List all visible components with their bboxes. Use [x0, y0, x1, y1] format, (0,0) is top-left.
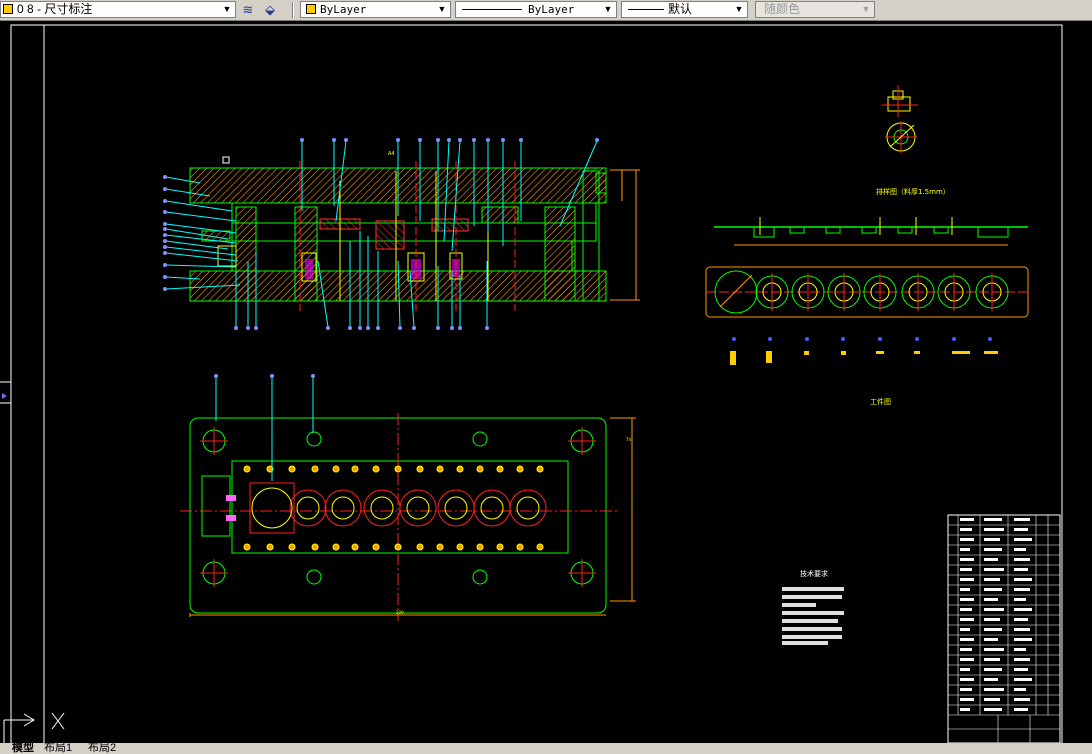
chevron-down-icon: ▼	[861, 4, 871, 14]
strip-layout	[705, 217, 1029, 365]
lightbulb-icon	[3, 4, 13, 14]
chevron-down-icon: ▼	[437, 4, 447, 14]
layer-dropdown-value: 0 8 - 尺寸标注	[17, 2, 93, 16]
layout-tabs: 模型 布局1 布局2	[0, 743, 1092, 754]
ucs-icon	[3, 712, 65, 743]
dim-bottom-label: 200	[396, 610, 404, 615]
linetype-dropdown-value: ByLayer	[528, 3, 575, 16]
strip-layout-label: 排样图（料厚1.5mm）	[876, 187, 950, 196]
tab-layout2[interactable]: 布局2	[88, 743, 117, 754]
chevron-down-icon: ▼	[734, 4, 744, 14]
tech-req-title: 技术要求	[800, 569, 828, 578]
lineweight-dropdown-value: 默认	[668, 2, 693, 16]
tech-req-text	[782, 587, 844, 645]
title-block	[947, 514, 1061, 743]
plan-view	[180, 374, 636, 621]
drawing-canvas[interactable]: A4	[0, 21, 1092, 743]
toolbar-separator	[292, 2, 294, 18]
plotstyle-dropdown: 随颜色 ▼	[755, 1, 875, 18]
part-detail	[882, 85, 918, 153]
color-swatch-icon	[306, 4, 316, 14]
plotstyle-dropdown-value: 随颜色	[764, 2, 801, 16]
layers-icon[interactable]: ≋	[242, 2, 254, 17]
tab-model[interactable]: 模型	[12, 743, 34, 754]
tab-layout1[interactable]: 布局1	[44, 743, 73, 754]
workpiece-label: 工件图	[870, 397, 891, 406]
lineweight-dropdown[interactable]: 默认 ▼	[621, 1, 748, 18]
small-mark-label: A4	[388, 151, 395, 157]
color-dropdown-value: ByLayer	[320, 3, 367, 16]
layer-dropdown[interactable]: 0 8 - 尺寸标注 ▼	[0, 1, 236, 18]
linetype-dropdown[interactable]: ByLayer ▼	[455, 1, 617, 18]
chevron-down-icon: ▼	[222, 4, 232, 14]
drawing-frame	[0, 24, 1063, 743]
layer-previous-icon[interactable]: ⬙	[265, 2, 275, 17]
chevron-down-icon: ▼	[603, 4, 613, 14]
dim-right-label: 74	[626, 437, 632, 442]
section-view	[163, 138, 640, 330]
lineweight-sample-icon	[628, 9, 664, 11]
layers-toolbar: 0 8 - 尺寸标注 ▼ ≋ ⬙ ByLayer ▼ ByLayer ▼ 默认 …	[0, 0, 1092, 21]
color-dropdown[interactable]: ByLayer ▼	[300, 1, 451, 18]
linetype-sample-icon	[462, 9, 522, 11]
